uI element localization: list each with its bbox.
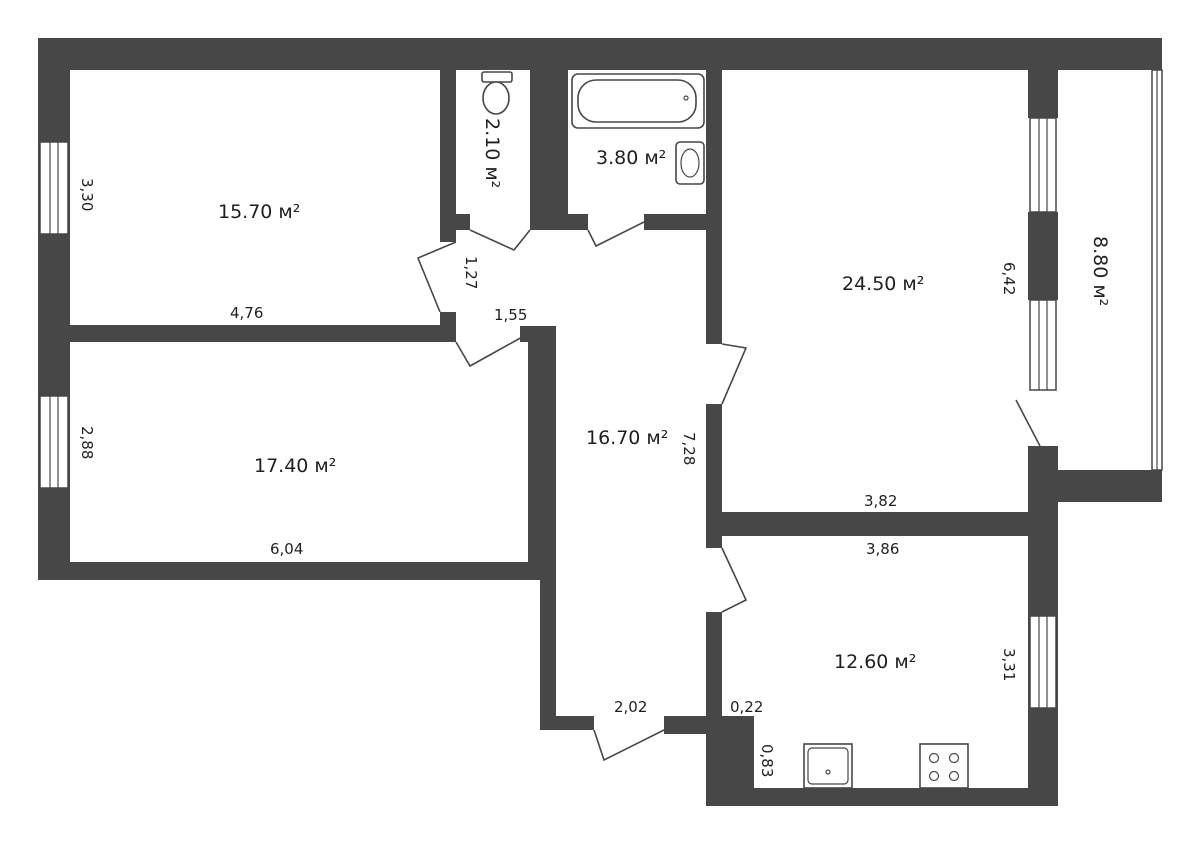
dim-living-height: 6,42 — [1000, 262, 1018, 295]
door-kitchen — [721, 547, 748, 613]
hall-kitchen-wall-lower — [706, 612, 722, 722]
toilet-wall-left — [440, 70, 456, 230]
dim-niche-depth: 0,83 — [758, 744, 776, 777]
toilet-bath-wall — [530, 70, 568, 230]
door-balcony — [1015, 399, 1041, 447]
bedroom-bottom-hall-wall — [528, 326, 556, 580]
walls — [38, 38, 1162, 806]
dim-niche-width: 0,22 — [730, 698, 763, 716]
window-top-left — [39, 141, 69, 235]
balcony-wall-bottom — [1028, 470, 1162, 502]
dim-top-left-height: 3,30 — [78, 178, 96, 211]
toilet-icon — [481, 71, 513, 115]
dim-entrance-width: 2,02 — [614, 698, 647, 716]
bedroom-hall-wall-stub — [440, 312, 456, 342]
outer-wall-left — [38, 38, 70, 580]
stove-icon — [919, 743, 969, 789]
bedroom-divider-wall — [70, 325, 456, 342]
dim-living-width: 3,82 — [864, 492, 897, 510]
living-balcony-wall — [1028, 70, 1058, 118]
dim-bottom-left-height: 2,88 — [78, 426, 96, 459]
entrance-wall-bottom-right — [664, 716, 712, 734]
area-bedroom-top-left: 15.70 м² — [218, 201, 300, 223]
door-entrance — [593, 729, 665, 762]
dim-corridor-short: 1,27 — [462, 256, 480, 289]
windows — [39, 69, 1163, 709]
living-kitchen-wall — [706, 512, 1058, 536]
window-bottom-left — [39, 395, 69, 489]
kitchen-sink-icon — [803, 743, 853, 789]
bathroom-sink-icon — [675, 141, 705, 185]
outer-wall-bottom-left — [38, 562, 556, 580]
area-hall: 16.70 м² — [586, 427, 668, 449]
corridor-wall-stub — [520, 326, 556, 342]
area-kitchen: 12.60 м² — [834, 651, 916, 673]
window-living-upper — [1029, 117, 1057, 213]
area-living-room: 24.50 м² — [842, 273, 924, 295]
area-bedroom-bottom-left: 17.40 м² — [254, 455, 336, 477]
window-kitchen — [1029, 615, 1057, 709]
dim-bottom-left-width: 6,04 — [270, 540, 303, 558]
bath-wall-bottom-a — [530, 214, 588, 230]
area-toilet: 2.10 м² — [481, 118, 503, 188]
dim-hall-length: 7,28 — [680, 432, 698, 465]
window-living-lower — [1029, 299, 1057, 391]
outer-wall-top — [38, 38, 1162, 70]
dimensions: 3,30 4,76 2,88 6,04 1,27 1,55 7,28 2,02 … — [78, 178, 1018, 777]
door-bedroom-top — [416, 241, 457, 313]
dim-top-left-width: 4,76 — [230, 304, 263, 322]
dim-kitchen-width: 3,86 — [866, 540, 899, 558]
door-living — [721, 343, 748, 405]
balcony-glazing — [1151, 69, 1163, 471]
bath-wall-bottom-b — [644, 214, 722, 230]
entrance-wall-bottom-left — [540, 716, 594, 730]
bathtub-icon — [571, 73, 705, 129]
fixtures — [481, 71, 969, 789]
toilet-wall-bottom-a — [440, 214, 470, 230]
dim-kitchen-height: 3,31 — [1000, 648, 1018, 681]
doors — [416, 221, 1041, 762]
door-bathroom — [587, 221, 645, 248]
kitchen-wall-bottom — [706, 788, 1058, 806]
door-toilet — [469, 229, 531, 251]
entrance-wall-left — [540, 580, 556, 730]
area-bathroom: 3.80 м² — [596, 147, 666, 169]
bath-living-wall — [706, 70, 722, 344]
dim-corridor-width: 1,55 — [494, 306, 527, 324]
living-balcony-pier — [1028, 212, 1058, 300]
door-bedroom-bottom — [455, 335, 525, 368]
room-areas: 15.70 м² 17.40 м² 2.10 м² 3.80 м² 16.70 … — [218, 118, 1111, 673]
area-balcony: 8.80 м² — [1089, 236, 1111, 306]
